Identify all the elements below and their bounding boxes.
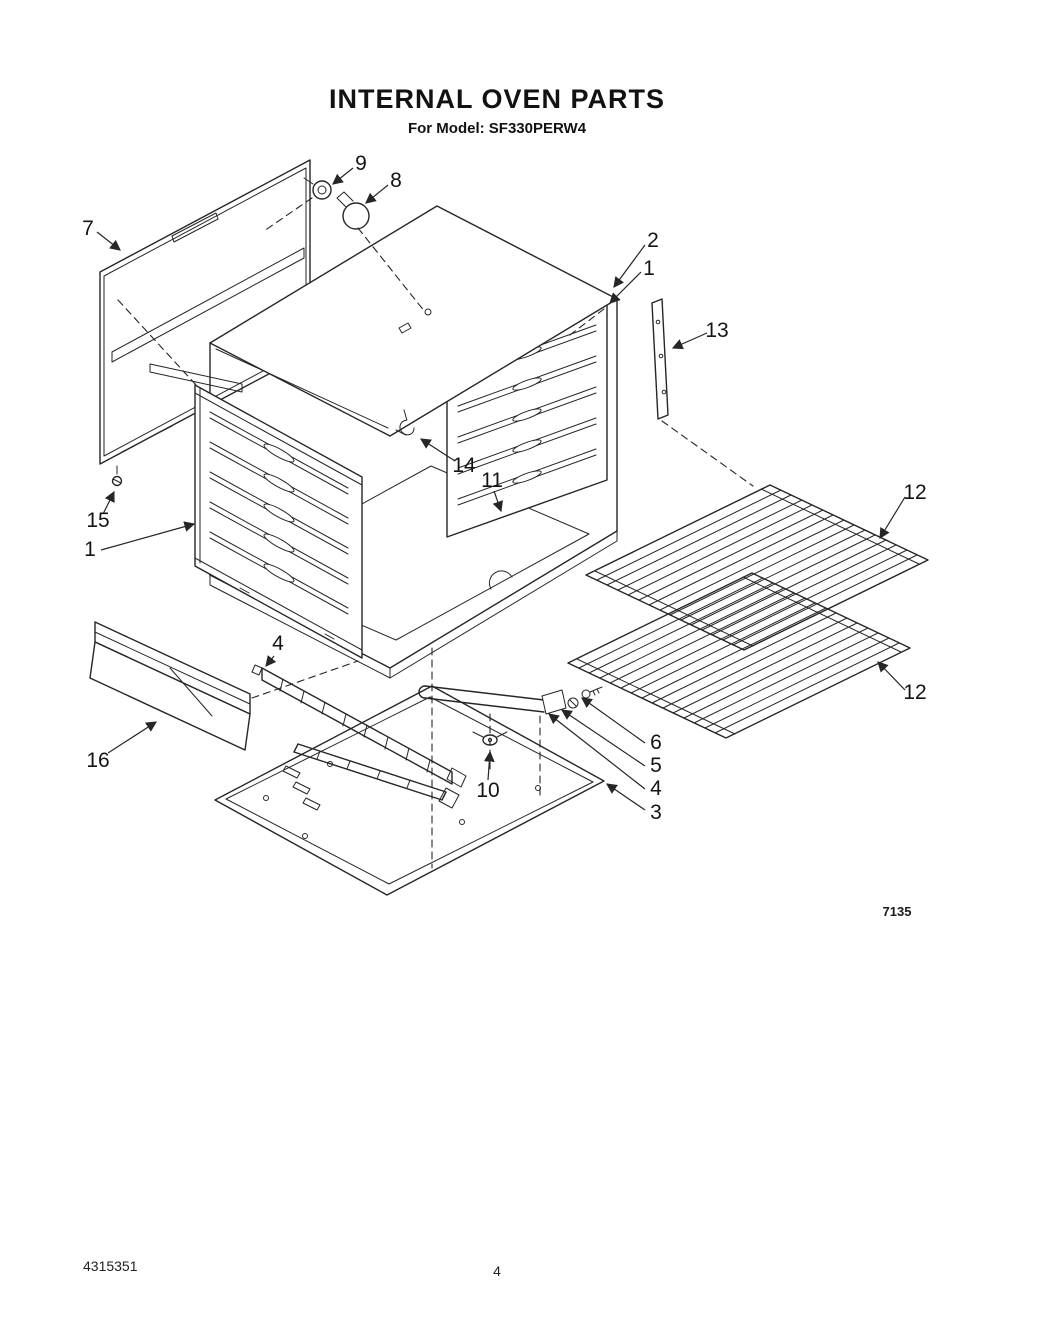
callout-14: 14 — [452, 454, 476, 477]
callout-12-lower: 12 — [903, 681, 926, 704]
callout-7: 7 — [82, 217, 94, 240]
callout-16: 16 — [86, 749, 109, 772]
page-title: INTERNAL OVEN PARTS — [328, 84, 666, 114]
alignment-lines — [117, 197, 754, 869]
callout-12-upper: 12 — [903, 481, 926, 504]
callout-labels: 9 8 7 2 1 13 14 11 12 15 1 16 4 12 6 5 4… — [82, 152, 927, 824]
element-support-rail-4 — [251, 664, 467, 788]
callout-10: 10 — [476, 779, 499, 802]
page-number: 4 — [493, 1263, 501, 1279]
callout-8: 8 — [390, 169, 402, 192]
model-subtitle: For Model: SF330PERW4 — [407, 120, 587, 137]
callout-4-upper: 4 — [272, 632, 284, 655]
bake-element-4 — [418, 685, 603, 715]
support-clip-14 — [399, 409, 415, 436]
callout-2: 2 — [647, 229, 659, 252]
bottom-panel-3 — [214, 685, 605, 896]
callout-1-left: 1 — [84, 538, 96, 561]
callout-9: 9 — [355, 152, 367, 175]
lamp-socket-icon — [303, 177, 332, 200]
side-panel-left-1 — [194, 384, 363, 659]
lower-front-panel-16 — [89, 621, 251, 751]
callout-5: 5 — [650, 754, 662, 777]
callout-15: 15 — [86, 509, 109, 532]
callout-3: 3 — [650, 801, 662, 824]
screw-15 — [111, 465, 123, 487]
oven-rack-lower — [567, 572, 911, 739]
callout-6: 6 — [650, 731, 662, 754]
leader-lines — [96, 167, 906, 811]
oven-rack-upper — [585, 484, 929, 651]
callout-13: 13 — [705, 319, 728, 342]
callout-1-top: 1 — [643, 257, 655, 280]
callout-4-lower: 4 — [650, 777, 662, 800]
document-number: 4315351 — [83, 1258, 138, 1274]
diagram-code: 7135 — [883, 904, 912, 919]
trim-strip-13 — [651, 298, 669, 420]
lamp-bulb-icon — [336, 191, 370, 230]
callout-11: 11 — [481, 469, 503, 492]
